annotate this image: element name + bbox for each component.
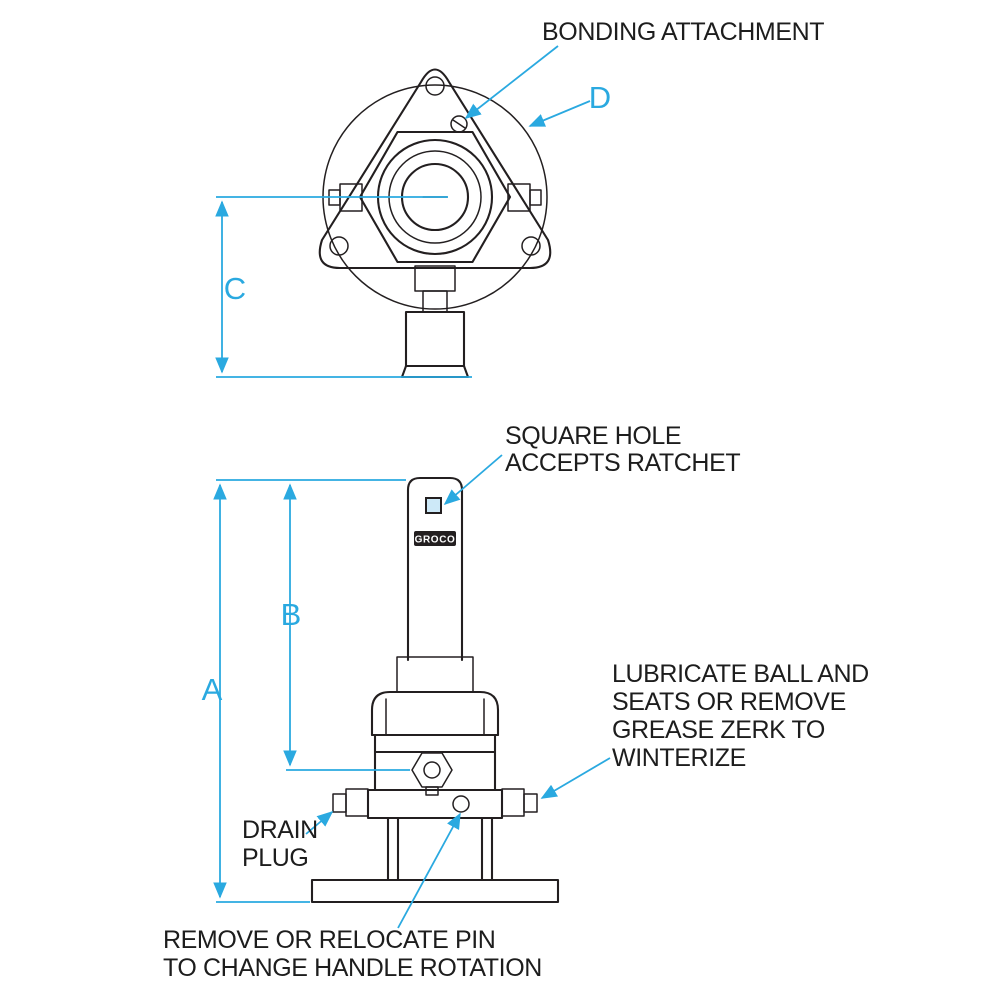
dim-a-label: A <box>202 672 223 707</box>
lubricate-label-4: WINTERIZE <box>612 744 746 772</box>
dim-d-arrow <box>528 100 591 127</box>
square-hole-label-2: ACCEPTS RATCHET <box>505 449 740 477</box>
handle <box>406 476 464 662</box>
dim-c-label: C <box>224 271 246 306</box>
mounting-flange <box>366 788 504 820</box>
flange-triangle <box>318 68 552 270</box>
dim-d-label: D <box>589 80 611 115</box>
handle-pin <box>452 795 470 813</box>
top-view <box>318 68 552 379</box>
square-hole-leader <box>443 454 503 506</box>
lubricate-label-1: LUBRICATE BALL AND <box>612 660 869 688</box>
body-mid <box>370 733 500 792</box>
square-hole-label-1: SQUARE HOLE <box>505 422 681 450</box>
drain-label-2: PLUG <box>242 844 308 872</box>
pin-label-2: TO CHANGE HANDLE ROTATION <box>163 954 542 982</box>
flange-hole-right <box>521 236 541 256</box>
handle-nut <box>396 656 474 693</box>
base-flange <box>310 878 560 904</box>
grease-zerk <box>411 752 453 796</box>
flange-hole-left <box>329 236 349 256</box>
side-bolt-right <box>501 788 538 817</box>
side-bolt-right-top <box>507 183 542 212</box>
brand-text: GROCO <box>415 535 456 546</box>
drain-plug-bolt <box>332 788 369 817</box>
base-neck <box>386 816 494 882</box>
pin-leader <box>397 812 461 929</box>
pin-label-1: REMOVE OR RELOCATE PIN <box>163 926 495 954</box>
bonding-label: BONDING ATTACHMENT <box>542 18 824 46</box>
side-view: GROCO <box>310 476 560 904</box>
stem-upper <box>414 265 456 292</box>
tailpipe <box>400 310 470 379</box>
bonding-leader <box>464 45 559 119</box>
lubricate-label-2: SEATS OR REMOVE <box>612 688 846 716</box>
bonding-screw-slot <box>452 119 466 129</box>
lubricate-leader <box>540 757 611 799</box>
bonding-screw <box>450 115 468 133</box>
drain-leader <box>305 810 334 835</box>
drain-label-1: DRAIN <box>242 816 318 844</box>
flange-hole-top <box>425 76 445 96</box>
dim-b-label: B <box>281 597 302 632</box>
annotations: C D BONDING ATTACHMENT SQUARE HOLE ACCEP… <box>163 18 869 982</box>
body-dome <box>370 690 500 737</box>
lubricate-label-3: GREASE ZERK TO <box>612 716 825 744</box>
brand-badge <box>414 531 456 546</box>
square-hole <box>425 497 442 514</box>
